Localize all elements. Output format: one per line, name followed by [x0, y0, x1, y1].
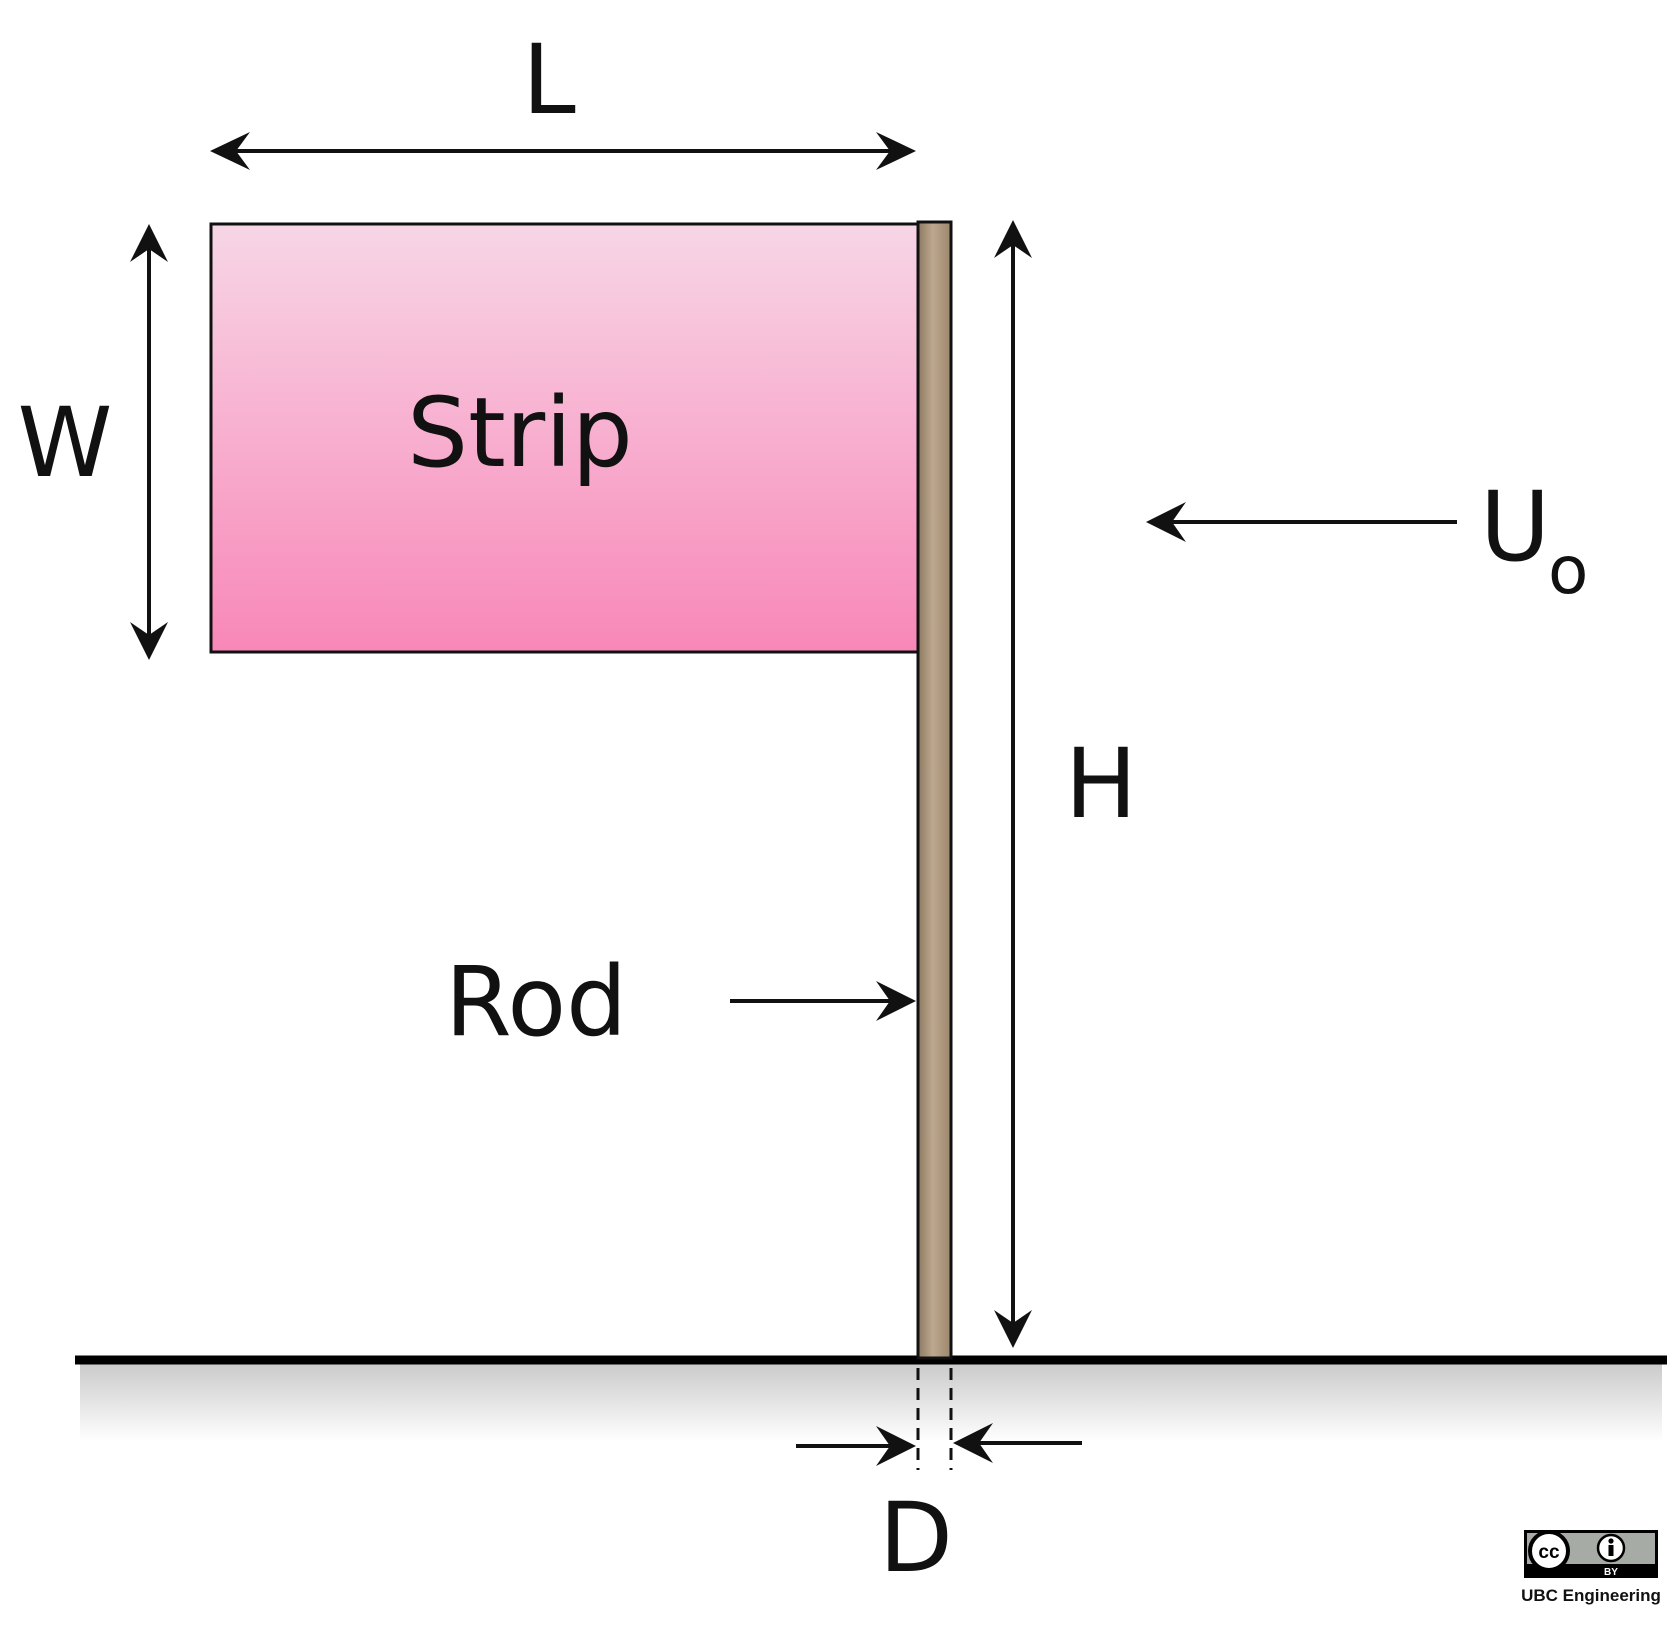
length-dimension-arrow: [210, 132, 916, 170]
velocity-label: U: [1480, 471, 1550, 583]
cc-icon: cc: [1528, 1530, 1570, 1572]
diameter-arrow-right: [953, 1423, 1082, 1463]
diameter-label: D: [879, 1482, 953, 1594]
velocity-subscript: o: [1548, 532, 1588, 609]
diameter-arrow-left: [796, 1426, 916, 1466]
rod-pointer-arrow: [730, 981, 916, 1021]
length-label: L: [522, 24, 575, 136]
rod-label: Rod: [445, 946, 627, 1058]
license-badge: cc BY: [1524, 1530, 1658, 1578]
strip-rectangle: [209, 222, 920, 654]
strip-label: Strip: [407, 377, 633, 489]
ground: [75, 1355, 1667, 1442]
credit-text: UBC Engineering: [1521, 1586, 1661, 1605]
by-text: BY: [1604, 1567, 1618, 1578]
rod: [916, 220, 953, 1360]
height-dimension-arrow: [994, 220, 1032, 1348]
width-label: W: [18, 387, 113, 499]
diameter-dimension: [796, 1368, 1082, 1470]
height-label: H: [1065, 728, 1137, 840]
velocity-arrow: [1146, 502, 1457, 542]
width-dimension-arrow: [130, 224, 168, 660]
ground-shade: [80, 1360, 1662, 1442]
cc-icon-text: cc: [1538, 1542, 1560, 1563]
person-icon: [1596, 1533, 1626, 1563]
